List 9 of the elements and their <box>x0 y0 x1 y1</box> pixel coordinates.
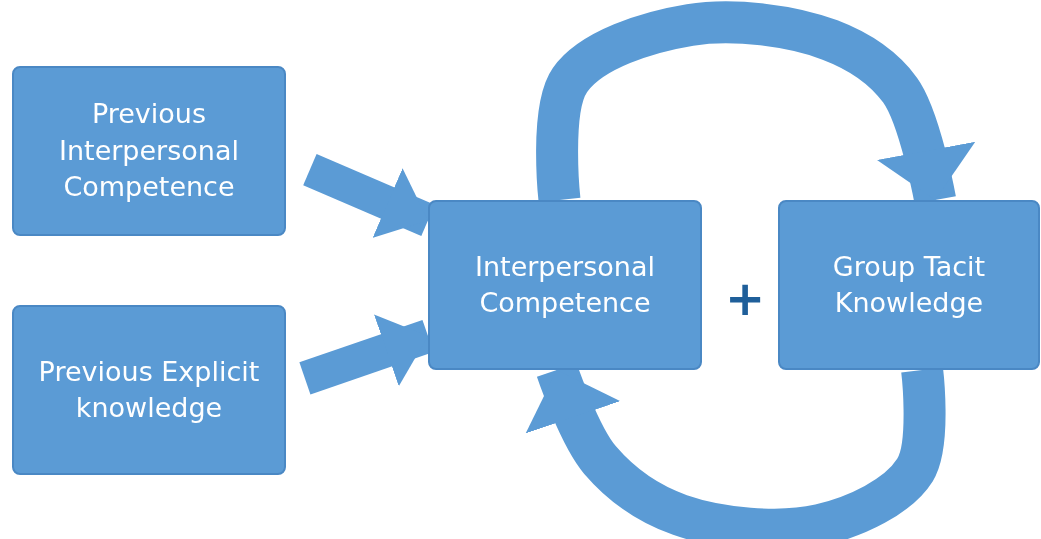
box-label: Interpersonal Competence <box>474 249 656 320</box>
rounded-box <box>778 200 1040 370</box>
box-label: Group Tacit Knowledge <box>831 249 987 320</box>
rounded-box <box>12 305 286 475</box>
box-label: Previous Explicit knowledge <box>37 354 261 425</box>
rounded-box <box>12 66 286 236</box>
plus-sign: + <box>725 270 766 326</box>
box-label: Previous Interpersonal Competence <box>58 97 240 205</box>
rounded-box <box>428 200 702 370</box>
